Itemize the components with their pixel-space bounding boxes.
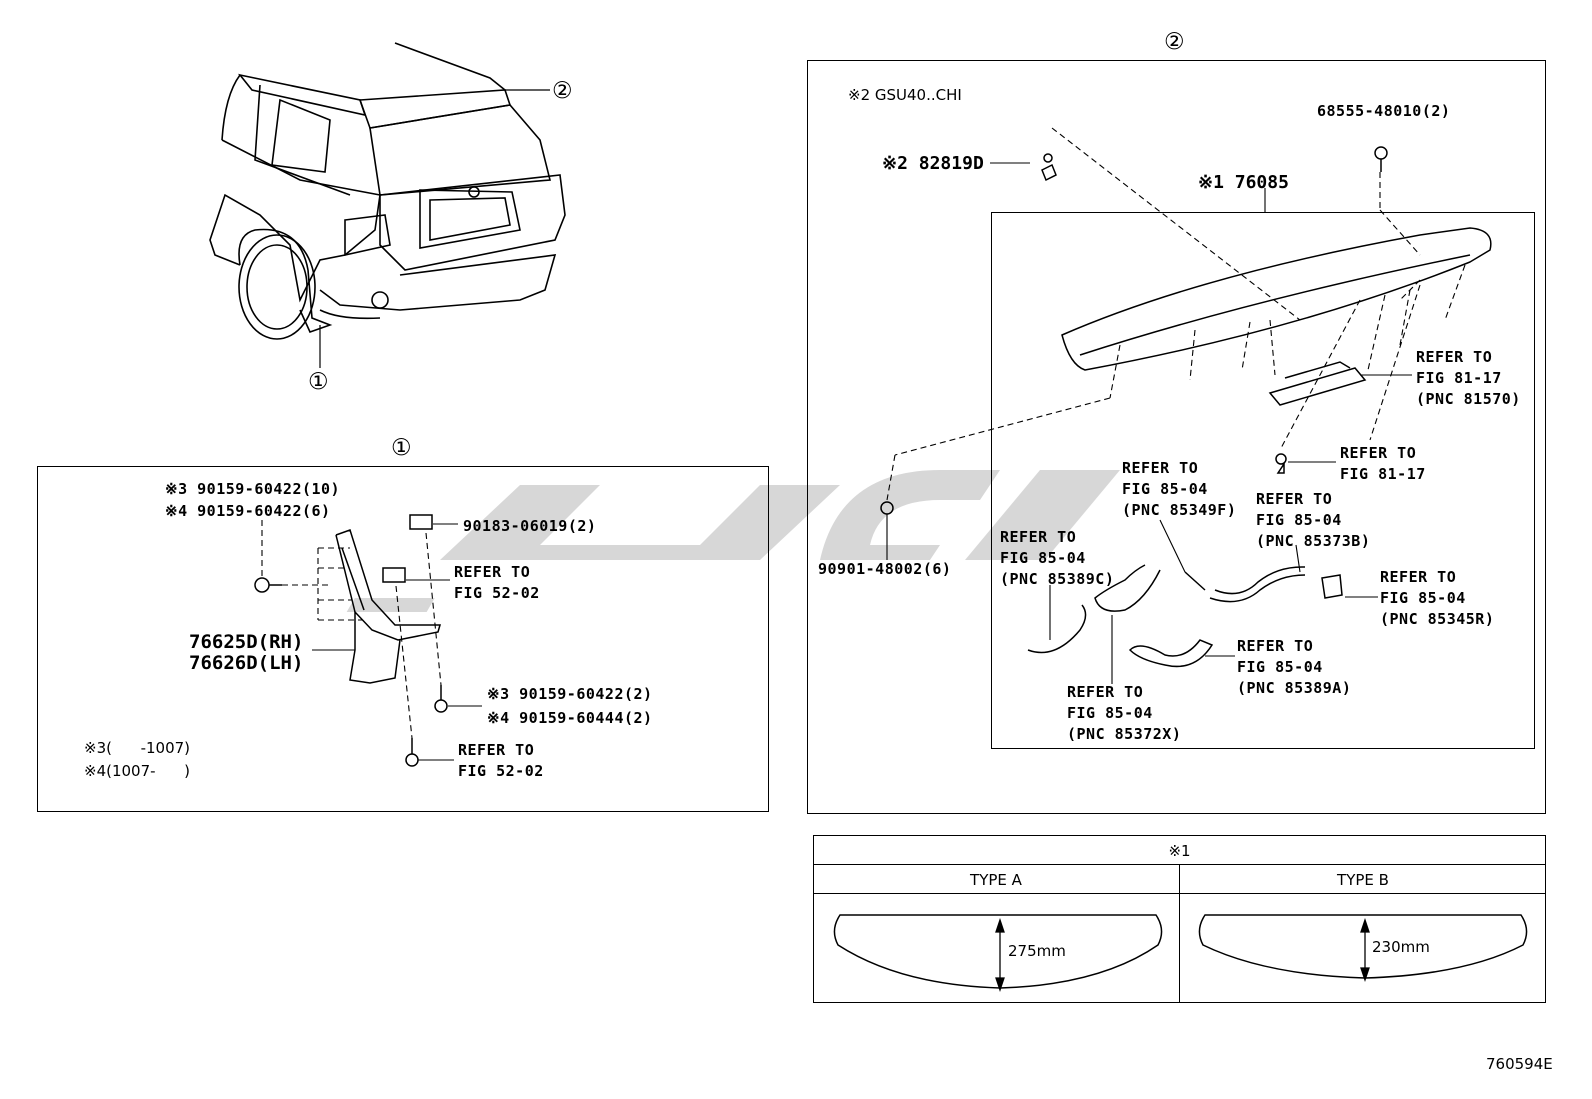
vehicle-rear-view xyxy=(209,42,566,340)
note-3: ※3( -1007) xyxy=(84,739,191,757)
type-a-label: TYPE A xyxy=(970,871,1022,889)
panel2-solid-leaders xyxy=(886,162,1412,684)
ref-81570-line3: (PNC 81570) xyxy=(1416,390,1521,408)
screw-part-note3: ※3 90159-60422(2) xyxy=(487,685,653,703)
ref-85389a-line2: FIG 85-04 xyxy=(1237,658,1323,676)
ref-85373b-line2: FIG 85-04 xyxy=(1256,511,1342,529)
callout-two-car: ② xyxy=(552,78,573,104)
ref-85372x-line2: FIG 85-04 xyxy=(1067,704,1153,722)
panel2-frame xyxy=(807,60,1546,814)
ref-81-17-line1: REFER TO xyxy=(1340,444,1417,462)
panel1-frame xyxy=(37,466,769,812)
type-table-divider-v xyxy=(1179,864,1180,1003)
ref-85345r-line2: FIG 85-04 xyxy=(1380,589,1466,607)
ref-85372x: REFER TO FIG 85-04 (PNC 85372X) xyxy=(1067,682,1181,745)
model-note: ※2 GSU40..CHI xyxy=(848,86,962,104)
callout-one-car: ① xyxy=(308,369,329,395)
ref-85373b: REFER TO FIG 85-04 (PNC 85373B) xyxy=(1256,489,1370,552)
ref-85389a: REFER TO FIG 85-04 (PNC 85389A) xyxy=(1237,636,1351,699)
refer-bottom-line2: FIG 52-02 xyxy=(458,762,544,780)
ref-85349f-line1: REFER TO xyxy=(1122,459,1199,477)
screw-part-note4: ※4 90159-60444(2) xyxy=(487,709,653,727)
clip-top-part: 68555-48010(2) xyxy=(1317,102,1451,120)
cap-part: ※2 82819D xyxy=(882,153,984,174)
ref-81570-line2: FIG 81-17 xyxy=(1416,369,1502,387)
type-b-dimension: 230mm xyxy=(1372,938,1430,956)
ref-85373b-line3: (PNC 85373B) xyxy=(1256,532,1371,550)
ref-85372x-line1: REFER TO xyxy=(1067,683,1144,701)
ref-81570: REFER TO FIG 81-17 (PNC 81570) xyxy=(1416,347,1521,410)
spoiler-part: ※1 76085 xyxy=(1198,172,1289,193)
ref-85389a-line3: (PNC 85389A) xyxy=(1237,679,1352,697)
refer-top-line1: REFER TO xyxy=(454,563,531,581)
ref-85389c-line2: FIG 85-04 xyxy=(1000,549,1086,567)
spoiler-inner-frame xyxy=(991,212,1535,749)
bolt-part-note3: ※3 90159-60422(10) xyxy=(165,480,341,498)
ref-85389c-line3: (PNC 85389C) xyxy=(1000,570,1115,588)
ref-81-17-line2: FIG 81-17 xyxy=(1340,465,1426,483)
ref-85345r: REFER TO FIG 85-04 (PNC 85345R) xyxy=(1380,567,1494,630)
bolt-part-note4: ※4 90159-60422(6) xyxy=(165,502,331,520)
refer-top-line2: FIG 52-02 xyxy=(454,584,540,602)
ref-85349f-line3: (PNC 85349F) xyxy=(1122,501,1237,519)
refer-bottom-line1: REFER TO xyxy=(458,741,535,759)
ref-85389a-line1: REFER TO xyxy=(1237,637,1314,655)
car-leaders xyxy=(319,89,550,368)
type-table-header: ※1 xyxy=(1168,842,1191,860)
ref-85345r-line1: REFER TO xyxy=(1380,568,1457,586)
clip-part: 90183-06019(2) xyxy=(463,517,597,535)
dimension-arrows xyxy=(995,917,1370,993)
ref-85389c: REFER TO FIG 85-04 (PNC 85389C) xyxy=(1000,527,1114,590)
ref-81570-line1: REFER TO xyxy=(1416,348,1493,366)
ref-85345r-line3: (PNC 85345R) xyxy=(1380,610,1495,628)
panel1-leaders xyxy=(261,520,442,739)
type-b-label: TYPE B xyxy=(1337,871,1389,889)
watermark-logo xyxy=(346,470,1120,612)
ref-85372x-line3: (PNC 85372X) xyxy=(1067,725,1182,743)
panel1-callout: ① xyxy=(391,435,412,461)
note-4: ※4(1007- ) xyxy=(84,762,191,780)
panel1-solid-leaders xyxy=(312,523,482,761)
ref-85389c-line1: REFER TO xyxy=(1000,528,1077,546)
mudguard-rh: 76625D(RH) xyxy=(189,631,304,653)
nut-part: 90901-48002(6) xyxy=(818,560,952,578)
panel2-callout: ② xyxy=(1164,29,1185,55)
ref-85349f-line2: FIG 85-04 xyxy=(1122,480,1208,498)
type-a-dimension: 275mm xyxy=(1008,942,1066,960)
ref-85349f: REFER TO FIG 85-04 (PNC 85349F) xyxy=(1122,458,1236,521)
ref-85373b-line1: REFER TO xyxy=(1256,490,1333,508)
figure-code: 760594E xyxy=(1486,1055,1553,1073)
ref-81-17: REFER TO FIG 81-17 xyxy=(1340,443,1426,485)
mudguard-lh: 76626D(LH) xyxy=(189,652,304,674)
panel2-dashed xyxy=(886,127,1466,501)
